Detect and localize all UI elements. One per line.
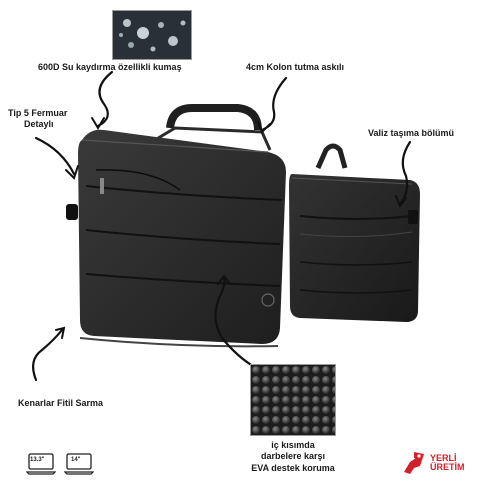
strap-clip-left bbox=[66, 204, 78, 220]
strap-clip-right bbox=[408, 210, 418, 224]
laptop-icon bbox=[25, 452, 57, 476]
arrow-zipper bbox=[34, 136, 76, 176]
arrow-piping bbox=[31, 328, 64, 382]
arrow-eva bbox=[214, 276, 262, 372]
front-bag bbox=[66, 104, 286, 348]
local-production-badge: YERLİ ÜRETİM bbox=[400, 448, 482, 478]
label-piping: Kenarlar Fitil Sarma bbox=[18, 398, 104, 408]
laptop-icon bbox=[63, 452, 95, 476]
label-eva-line2: darbelere karşı bbox=[260, 451, 326, 462]
callout-arrows bbox=[31, 70, 412, 382]
hand-flag-icon bbox=[404, 452, 424, 474]
arrow-fabric bbox=[96, 70, 114, 128]
zipper-pull bbox=[100, 178, 104, 194]
arrow-handle bbox=[260, 76, 288, 132]
label-zipper-line1: Tip 5 Fermuar bbox=[8, 108, 68, 118]
eva-foam-photo bbox=[250, 364, 336, 436]
badge-text: YERLİ ÜRETİM bbox=[430, 453, 465, 473]
label-water-resistant: 600D Su kaydırma özellikli kumaş bbox=[38, 62, 182, 72]
label-handle: 4cm Kolon tutma askılı bbox=[246, 62, 345, 72]
label-eva: iç kısımda darbelere karşı EVA destek ko… bbox=[238, 440, 348, 474]
arrow-trolley bbox=[398, 140, 412, 206]
size-label-13: 13.3" bbox=[30, 457, 45, 463]
badge-line1: YERLİ bbox=[430, 453, 457, 463]
water-droplets-photo bbox=[112, 10, 192, 60]
badge-line2: ÜRETİM bbox=[430, 462, 465, 473]
back-bag bbox=[289, 143, 420, 322]
label-eva-line3: EVA destek koruma bbox=[251, 462, 335, 473]
size-label-14: 14" bbox=[71, 457, 81, 463]
label-zipper: Tip 5 Fermuar Detaylı bbox=[8, 108, 67, 131]
label-trolley: Valiz taşıma bölümü bbox=[368, 128, 455, 138]
bag-logo bbox=[261, 293, 275, 307]
label-eva-line1: iç kısımda bbox=[271, 440, 315, 450]
label-zipper-line2: Detaylı bbox=[24, 119, 54, 130]
